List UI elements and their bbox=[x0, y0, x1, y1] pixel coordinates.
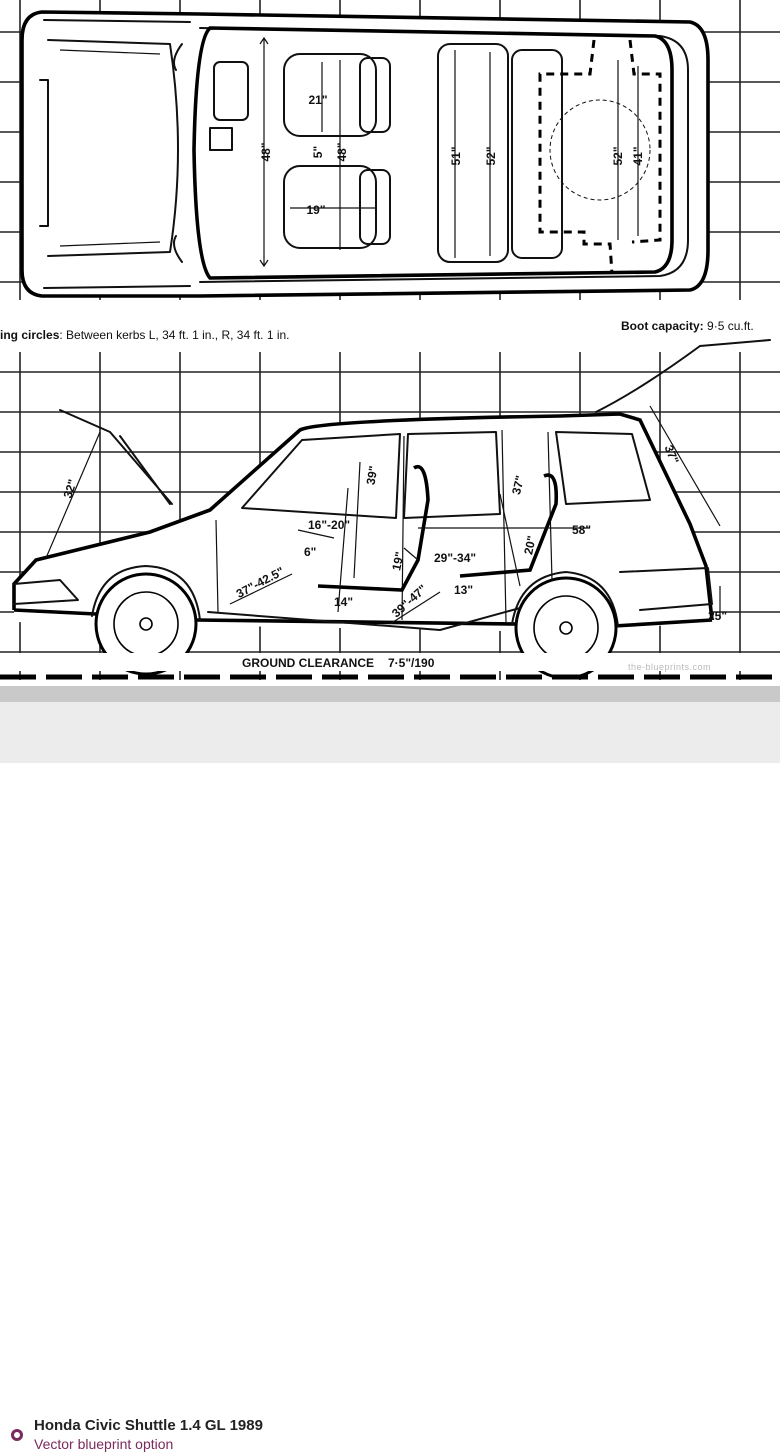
vehicle-info-bar[interactable]: Honda Civic Shuttle 1.4 GL 1989 Vector b… bbox=[0, 702, 780, 1452]
dim-bonnet: 32" bbox=[61, 478, 80, 500]
dim-tailgate: 37" bbox=[662, 443, 682, 466]
blueprint-image: 48" 21" 5" 48" 19" 51" 52" 52" 41" ing c… bbox=[0, 0, 780, 686]
dim-front-seat-gap: 5" bbox=[311, 146, 325, 158]
side-view-car bbox=[12, 339, 771, 680]
dim-rear-bench-52: 52" bbox=[484, 146, 498, 165]
dim-sill-height: 25" bbox=[708, 609, 727, 623]
dim-rear-bench-51: 51" bbox=[449, 146, 463, 165]
dim-front-seat-span: 48" bbox=[335, 142, 349, 161]
turning-value: : Between kerbs L, 34 ft. 1 in., R, 34 f… bbox=[59, 328, 289, 342]
vehicle-subtitle[interactable]: Vector blueprint option bbox=[34, 1436, 174, 1452]
dim-front-headroom: 39" bbox=[364, 465, 381, 486]
dim-cushion-front: 19" bbox=[389, 550, 407, 572]
ground-clearance-label: GROUND CLEARANCE bbox=[242, 656, 374, 670]
dim-front-seat-width: 21" bbox=[308, 93, 327, 107]
dim-load-length: 58" bbox=[572, 523, 591, 537]
dim-boot-width: 52" bbox=[611, 146, 625, 165]
dim-cabin-width: 48" bbox=[259, 142, 273, 161]
turning-label: ing circles bbox=[0, 328, 60, 342]
ground-clearance-value: 7·5"/190 bbox=[388, 656, 435, 670]
ground-clearance-caption: GROUND CLEARANCE 7·5"/190 bbox=[242, 656, 435, 670]
top-view-car bbox=[20, 10, 710, 298]
dim-rear-seat-height: 13" bbox=[454, 583, 473, 597]
dim-seat-drop: 6" bbox=[304, 545, 316, 559]
boot-capacity-caption: Boot capacity: 9·5 cu.ft. bbox=[621, 319, 754, 333]
dim-seat-height: 14" bbox=[334, 595, 353, 609]
radio-circle-icon[interactable] bbox=[11, 1429, 23, 1441]
boot-label: Boot capacity: bbox=[621, 319, 704, 333]
watermark-text: the-blueprints.com bbox=[628, 662, 712, 672]
turning-circles-caption: ing circles: Between kerbs L, 34 ft. 1 i… bbox=[0, 328, 290, 342]
vehicle-title[interactable]: Honda Civic Shuttle 1.4 GL 1989 bbox=[34, 1417, 263, 1434]
dim-rear-legroom: 29"-34" bbox=[434, 551, 476, 565]
dim-rear-headroom: 37" bbox=[509, 474, 527, 496]
gallery-divider bbox=[0, 686, 780, 702]
dim-legroom-front: 16"-20" bbox=[308, 518, 350, 532]
dim-front-seat-depth: 19" bbox=[306, 203, 325, 217]
dim-cushion-rear: 20" bbox=[521, 534, 539, 556]
dim-boot-inner: 41" bbox=[631, 146, 645, 165]
boot-value: 9·5 cu.ft. bbox=[704, 319, 754, 333]
